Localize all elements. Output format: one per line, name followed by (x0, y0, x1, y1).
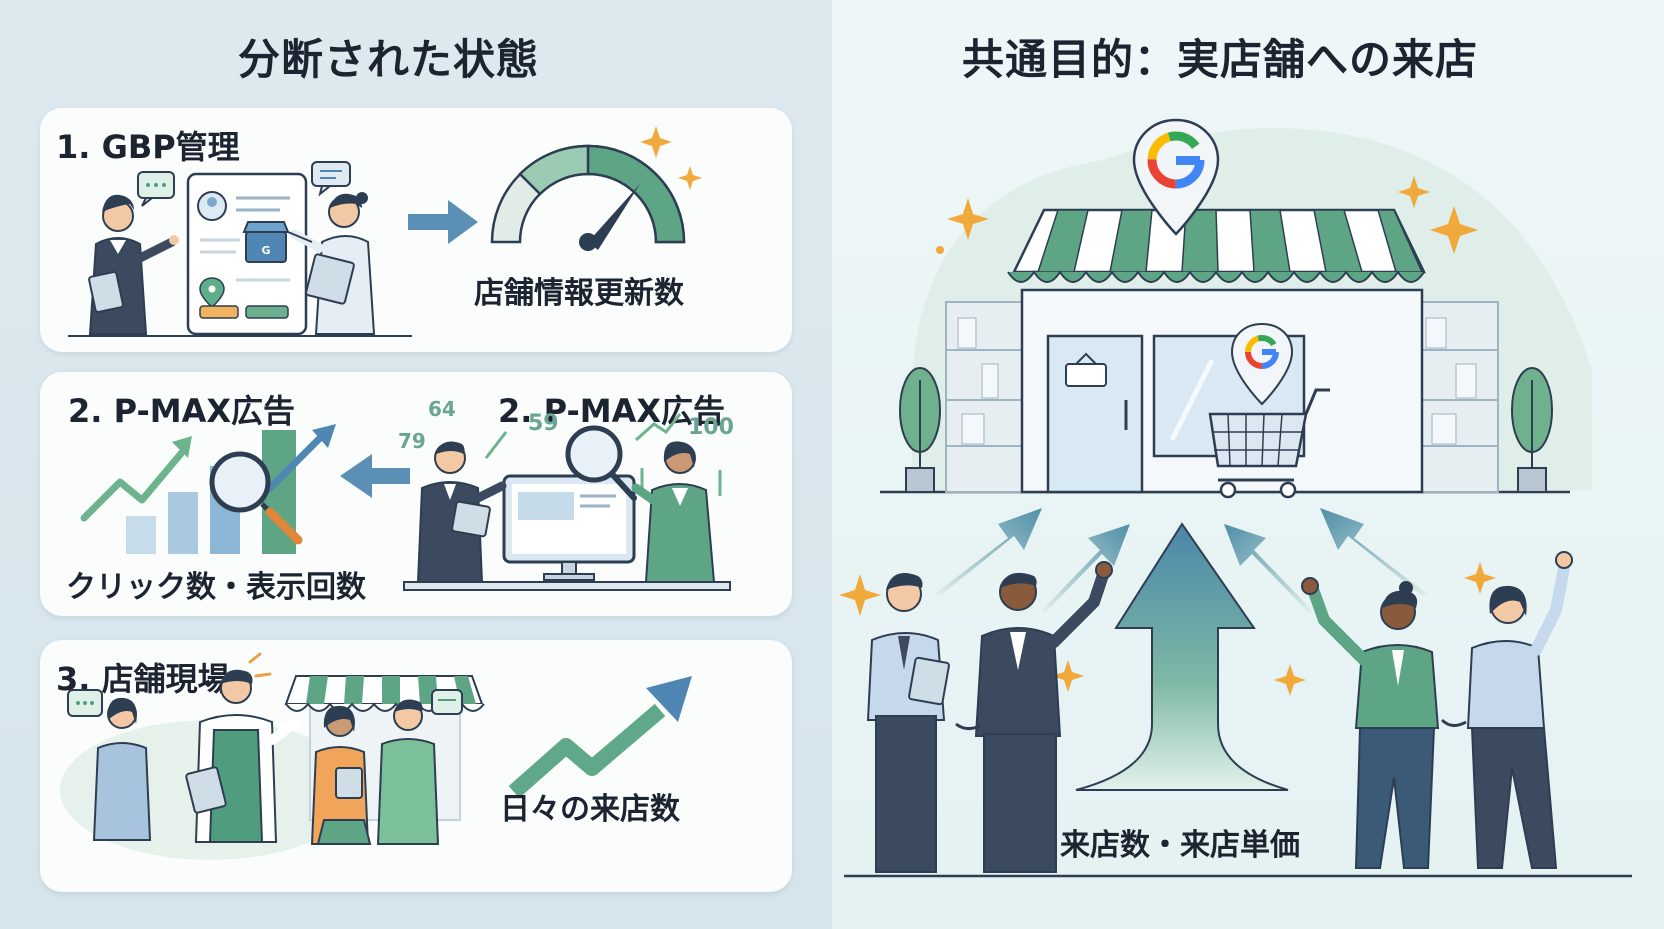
person-icon (1440, 551, 1573, 869)
monitor-icon (502, 474, 636, 581)
gbp-illustration: G (68, 126, 702, 337)
google-pin-icon (1230, 322, 1294, 406)
profile-board-icon: G (186, 172, 308, 336)
svg-text:G: G (261, 244, 270, 257)
pmax-illustration: 64 79 59 100 (80, 397, 734, 591)
gauge-icon (490, 144, 686, 251)
sparkle-icon (640, 126, 702, 190)
person-icon (310, 705, 372, 845)
google-pin-icon (1132, 118, 1220, 236)
left-heading: 分断された状態 (238, 35, 540, 84)
number-59: 59 (528, 411, 559, 436)
arrow-right-icon (408, 200, 478, 244)
chat-bubble-icon (137, 171, 175, 207)
shopping-cart-icon (1208, 388, 1330, 499)
chat-bubble-icon (311, 161, 351, 197)
chat-bubble-icon (67, 689, 103, 717)
card-pmax-title-left: 2. P-MAX広告 (68, 392, 296, 430)
arrow-up-icon (1075, 522, 1289, 791)
right-panel: 共通目的：実店舗への来店 (832, 0, 1664, 929)
person-icon (88, 194, 179, 335)
person-icon (287, 192, 376, 335)
person-icon (92, 697, 152, 841)
chat-bubble-icon (431, 689, 463, 715)
number-79: 79 (398, 429, 426, 453)
card-pmax: 2. P-MAX広告 2. P-MAX広告 (40, 372, 792, 616)
person-icon (631, 441, 716, 583)
card-store: 3. 店舗現場 (40, 640, 792, 892)
trend-arrow-icon (508, 676, 692, 798)
card-gbp-caption: 店舗情報更新数 (474, 276, 684, 311)
person-icon (866, 573, 950, 873)
person-icon (416, 441, 507, 583)
right-caption: 来店数・来店単価 (1060, 828, 1300, 863)
trend-arrow-icon (80, 424, 336, 522)
card-pmax-title-right: 2. P-MAX広告 (498, 392, 726, 430)
shelf-icon (1411, 301, 1499, 493)
card-gbp: 1. GBP管理 G (40, 108, 792, 352)
person-icon (955, 561, 1113, 873)
right-heading: 共通目的：実店舗への来店 (962, 35, 1479, 84)
card-gbp-title: 1. GBP管理 (56, 128, 240, 166)
person-icon (376, 699, 440, 845)
magnifier-icon (209, 451, 303, 545)
arrow-left-icon (340, 454, 410, 498)
store-floor-illustration (60, 652, 692, 860)
card-store-caption: 日々の来店数 (500, 792, 680, 827)
plant-icon (899, 367, 941, 493)
left-panel: 分断された状態 1. GBP管理 G (0, 0, 832, 929)
card-pmax-caption: クリック数・表示回数 (66, 570, 366, 605)
magnifier-icon (565, 425, 637, 501)
arrow-diagonal-icon (932, 508, 1130, 614)
arrow-diagonal-icon (1224, 508, 1430, 614)
storefront-illustration (839, 118, 1632, 878)
number-64: 64 (428, 397, 456, 421)
number-100: 100 (688, 415, 734, 440)
plant-icon (1511, 367, 1553, 493)
person-icon (1301, 577, 1440, 869)
shelf-icon (945, 301, 1033, 493)
person-icon (185, 652, 299, 843)
